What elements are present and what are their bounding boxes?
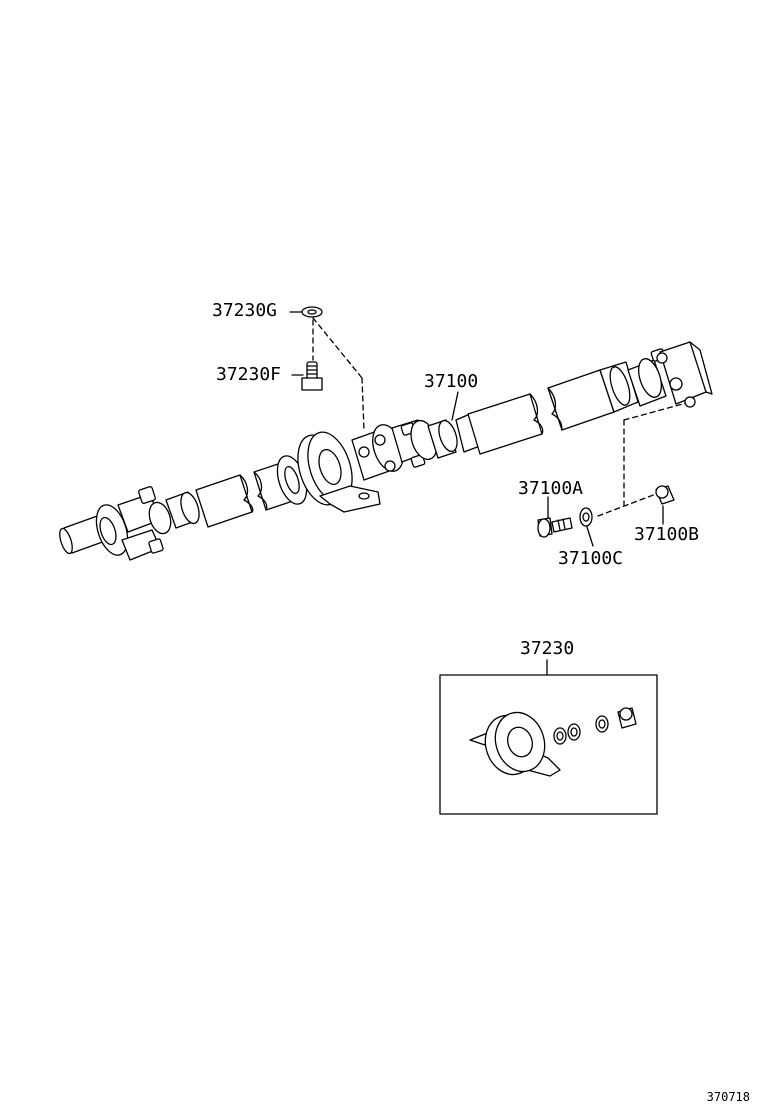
rear-shaft-tube [455, 361, 639, 455]
label-37100B: 37100B [634, 524, 700, 545]
label-37230F: 37230F [216, 364, 282, 385]
front-shaft-section [59, 455, 308, 561]
leader-lines [289, 311, 691, 676]
label-37100A: 37100A [518, 478, 584, 499]
label-37230G: 37230G [212, 300, 278, 321]
middle-joint [351, 419, 458, 481]
label-37100: 37100 [424, 371, 479, 392]
kit-box [439, 674, 658, 815]
rear-flange-yoke [627, 341, 713, 408]
center-bearing [297, 431, 381, 513]
label-37230: 37230 [520, 638, 575, 659]
hardware [301, 306, 675, 538]
figure-number: 370718 [706, 1090, 750, 1104]
label-37100C: 37100C [558, 548, 624, 569]
